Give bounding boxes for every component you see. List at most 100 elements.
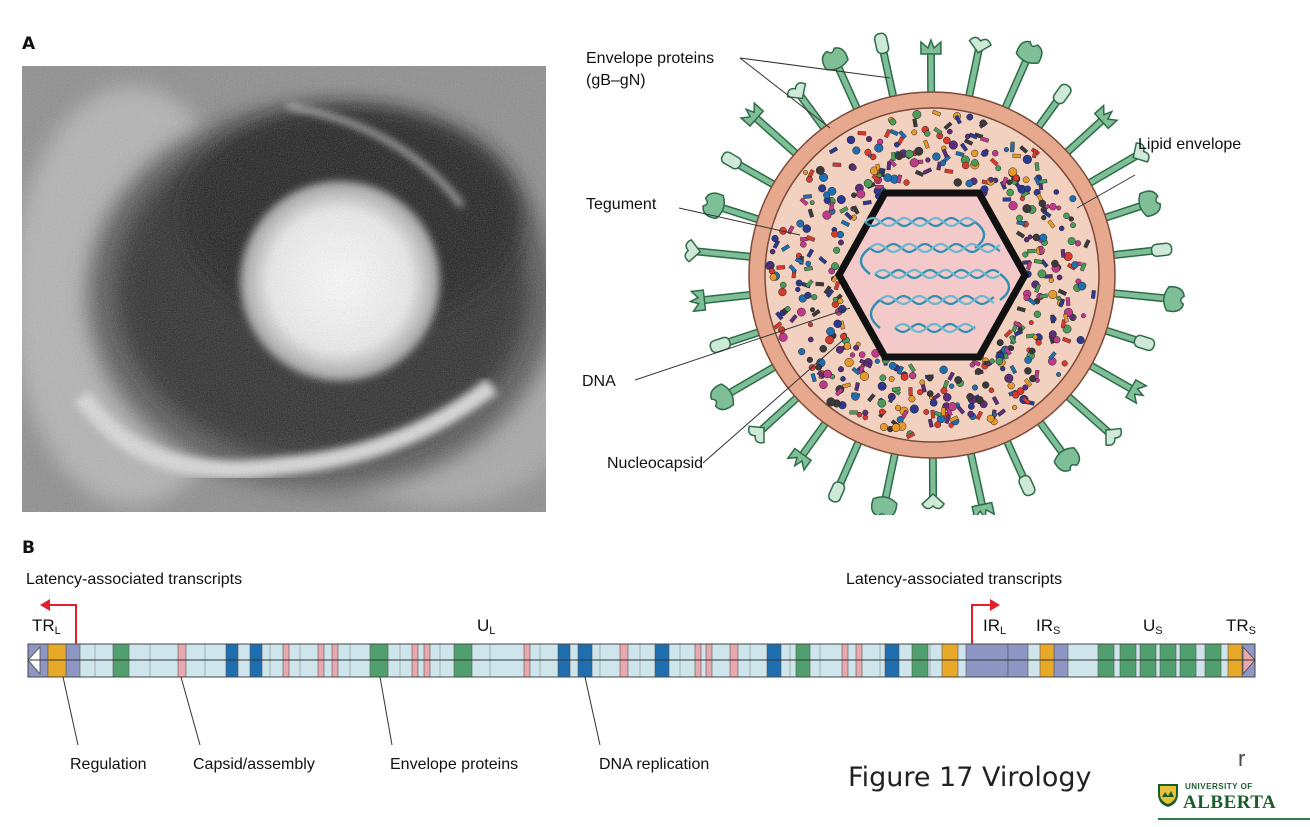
envelope-protein-gene bbox=[112, 643, 130, 678]
dna-helix bbox=[859, 216, 1011, 334]
capsid-assembly-gene bbox=[331, 643, 339, 678]
glycoprotein-spike bbox=[688, 289, 759, 313]
latency-arrowhead-right bbox=[990, 599, 1000, 611]
irs-repeat-block bbox=[1053, 643, 1069, 678]
region-us-label: US bbox=[1143, 616, 1163, 637]
capsid-assembly-gene bbox=[619, 643, 629, 678]
glycoprotein-spike bbox=[1105, 242, 1173, 260]
capsid-assembly-gene bbox=[282, 643, 290, 678]
envelope-protein-gene bbox=[1119, 643, 1137, 678]
capsid-assembly-gene bbox=[523, 643, 531, 678]
region-irl-label: IRL bbox=[983, 616, 1007, 637]
capsid-assembly-gene bbox=[705, 643, 713, 678]
envelope-protein-gene bbox=[369, 643, 389, 678]
dna-replication-gene bbox=[249, 643, 263, 678]
nucleocapsid-label: Nucleocapsid bbox=[607, 455, 704, 472]
glycoprotein-spike bbox=[1096, 190, 1162, 224]
capsid-assembly-gene bbox=[694, 643, 702, 678]
glycoprotein-spike bbox=[870, 445, 901, 515]
dna-label: DNA bbox=[582, 373, 616, 390]
left-end-chevron bbox=[27, 645, 41, 676]
capsid-assembly-gene bbox=[423, 643, 431, 678]
tegument-label: Tegument bbox=[586, 196, 657, 213]
glycoprotein-spike bbox=[684, 238, 759, 263]
glycoprotein-spike bbox=[1059, 388, 1123, 446]
dna-replication-gene bbox=[884, 643, 900, 678]
logo-big-text: ALBERTA bbox=[1183, 792, 1277, 813]
glycoprotein-spike bbox=[720, 151, 783, 192]
glycoprotein-spike bbox=[786, 414, 834, 472]
electron-micrograph-image bbox=[22, 66, 546, 512]
envelope-protein-gene bbox=[1097, 643, 1115, 678]
region-ul-label: UL bbox=[477, 616, 496, 637]
logo-small-text: UNIVERSITY OF bbox=[1185, 782, 1253, 791]
glycoprotein-spike bbox=[1097, 324, 1156, 352]
trl-repeat-block bbox=[27, 643, 49, 678]
regulation-gene bbox=[1227, 643, 1243, 678]
glycoprotein-spike bbox=[827, 433, 866, 503]
glycoprotein-spike bbox=[1032, 413, 1081, 472]
latency-transcripts-right-label: Latency-associated transcripts bbox=[846, 571, 1063, 588]
legend-envelope-label: Envelope proteins bbox=[390, 756, 519, 773]
glycoprotein-spike bbox=[709, 326, 768, 354]
regulation-gene bbox=[941, 643, 959, 678]
glycoprotein-spike bbox=[786, 82, 832, 137]
lipid-envelope-label: Lipid envelope bbox=[1138, 136, 1242, 153]
dna-replication-gene bbox=[557, 643, 571, 678]
university-logo: UNIVERSITY OF ALBERTA bbox=[1155, 776, 1276, 816]
glycoprotein-spike bbox=[873, 32, 899, 105]
capsid-assembly-gene bbox=[317, 643, 325, 678]
regulation-gene bbox=[1039, 643, 1055, 678]
legend-regulation-label: Regulation bbox=[70, 756, 147, 773]
envelope-proteins-range-label: (gB–gN) bbox=[586, 72, 646, 89]
logo-rule bbox=[1158, 818, 1310, 820]
capsid-assembly-gene bbox=[841, 643, 849, 678]
glycoprotein-spike bbox=[1000, 432, 1036, 497]
glycoprotein-spike bbox=[739, 101, 805, 162]
dna-replication-gene bbox=[654, 643, 670, 678]
capsid-assembly-gene bbox=[411, 643, 419, 678]
crest-icon bbox=[1158, 784, 1178, 807]
irl-repeat-block bbox=[1007, 643, 1029, 678]
legend-dna-replication-label: DNA replication bbox=[599, 756, 710, 773]
glycoprotein-spike bbox=[1030, 83, 1072, 136]
glycoprotein-spike bbox=[1081, 142, 1150, 191]
legend-capsid-label: Capsid/assembly bbox=[193, 756, 315, 773]
regulation-gene bbox=[47, 643, 67, 678]
latency-transcripts-left-label: Latency-associated transcripts bbox=[26, 571, 243, 588]
glycoprotein-spike bbox=[965, 445, 996, 515]
latency-arrowhead-left bbox=[40, 599, 50, 611]
glycoprotein-spike bbox=[1081, 358, 1149, 405]
leader-lines bbox=[634, 57, 1136, 464]
glycoprotein-spike bbox=[821, 47, 864, 118]
legend-leaders bbox=[62, 676, 601, 746]
trl-repeat-block bbox=[65, 643, 81, 678]
irl-repeat-block bbox=[965, 643, 1009, 678]
region-trl-label: TRL bbox=[32, 616, 61, 637]
glycoprotein-spike bbox=[702, 192, 767, 226]
glycoprotein-spike bbox=[1058, 103, 1119, 161]
glycoprotein-spike bbox=[998, 40, 1043, 117]
glycoprotein-spike bbox=[920, 37, 942, 101]
dna-replication-gene bbox=[225, 643, 239, 678]
glycoprotein-spike bbox=[1105, 285, 1185, 313]
right-end-chevron bbox=[1242, 645, 1256, 676]
capsid-assembly-gene bbox=[177, 643, 187, 678]
capsid-assembly-gene bbox=[855, 643, 863, 678]
envelope-glycoprotein-spikes bbox=[684, 32, 1185, 515]
envelope-protein-gene bbox=[453, 643, 473, 678]
envelope-protein-gene bbox=[1204, 643, 1222, 678]
panel-a-letter: A bbox=[22, 34, 36, 54]
virion-diagram bbox=[634, 32, 1185, 515]
glycoprotein-spike bbox=[747, 389, 806, 444]
dna-replication-gene bbox=[766, 643, 782, 678]
envelope-protein-gene bbox=[911, 643, 929, 678]
envelope-protein-gene bbox=[1139, 643, 1157, 678]
dna-replication-gene bbox=[577, 643, 593, 678]
glycoprotein-spike bbox=[710, 359, 783, 411]
envelope-protein-gene bbox=[1179, 643, 1197, 678]
figure-title: Figure 17 Virology bbox=[848, 762, 1092, 793]
region-trs-label: TRS bbox=[1226, 616, 1257, 637]
glycoprotein-spike bbox=[963, 36, 992, 105]
panel-b-letter: B bbox=[22, 538, 35, 558]
